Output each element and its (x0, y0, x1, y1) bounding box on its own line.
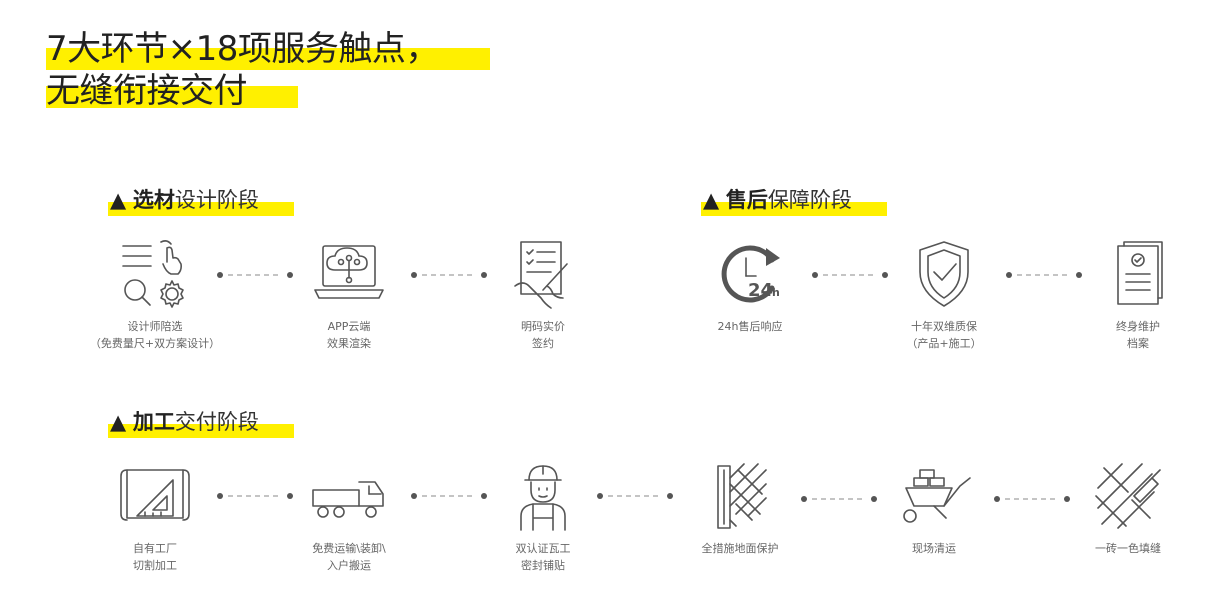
step-label: APP云端 效果渲染 (327, 320, 371, 350)
step-connector (217, 493, 293, 499)
shield-check-icon (919, 241, 969, 307)
section-title-aftersale: ▲ 售后保障阶段 (701, 186, 887, 216)
step-label: 十年双维质保 （产品+施工） (906, 320, 982, 350)
headline-highlight-2 (46, 86, 298, 108)
section-highlight (701, 202, 887, 216)
step-connector (597, 493, 673, 499)
step-connector (801, 496, 877, 502)
svg-text:24: 24 (748, 280, 773, 301)
page-headline: 7大环节×18项服务触点， 无缝衔接交付 (46, 28, 490, 112)
step-label: 免费运输\装卸\ 入户搬运 (312, 542, 386, 572)
step-factory: 自有工厂 切割加工 (75, 460, 235, 574)
step-designer: 设计师陪选 （免费量尺+双方案设计） (75, 238, 235, 352)
step-24h-response: 24 h 24h售后响应 (670, 238, 830, 335)
step-app-render: APP云端 效果渲染 (269, 238, 429, 352)
tile-grout-icon (1095, 463, 1161, 529)
step-connector (411, 493, 487, 499)
floor-protection-icon (717, 463, 767, 529)
step-delivery: 免费运输\装卸\ 入户搬运 (269, 460, 429, 574)
step-cleanup: 现场清运 (854, 460, 1014, 557)
step-connector (1006, 272, 1082, 278)
contract-sign-icon (514, 241, 568, 309)
worker-icon (520, 465, 566, 531)
step-worker: 双认证瓦工 密封铺贴 (463, 460, 623, 574)
archive-document-icon (1117, 241, 1163, 305)
step-label: 现场清运 (912, 542, 956, 555)
designer-select-icon (122, 240, 184, 308)
wheelbarrow-icon (903, 469, 971, 523)
step-label: 自有工厂 切割加工 (133, 542, 177, 572)
blueprint-ruler-icon (120, 469, 190, 521)
headline-line-1: 7大环节×18项服务触点， (46, 28, 490, 70)
step-connector (411, 272, 487, 278)
section-highlight (108, 202, 294, 216)
svg-text:h: h (772, 286, 780, 299)
section-title-processing: ▲ 加工交付阶段 (108, 408, 294, 438)
step-floor-protection: 全措施地面保护 (660, 460, 820, 557)
step-tile-grout: 一砖一色填缝 (1048, 460, 1208, 557)
step-label: 明码实价 签约 (521, 320, 565, 350)
truck-icon (312, 481, 384, 518)
step-label: 全措施地面保护 (701, 542, 779, 555)
section-title-selection: ▲ 选材设计阶段 (108, 186, 294, 216)
step-archive: 终身维护 档案 (1058, 238, 1218, 352)
step-label: 双认证瓦工 密封铺贴 (515, 542, 571, 572)
headline-highlight-1 (46, 48, 490, 70)
step-connector (994, 496, 1070, 502)
step-connector (217, 272, 293, 278)
step-connector (812, 272, 888, 278)
headline-line-2: 无缝衔接交付 (46, 70, 439, 112)
step-contract: 明码实价 签约 (463, 238, 623, 352)
step-label: 24h售后响应 (717, 320, 783, 333)
step-label: 设计师陪选 （免费量尺+双方案设计） (89, 320, 221, 350)
step-label: 一砖一色填缝 (1095, 542, 1161, 555)
step-warranty: 十年双维质保 （产品+施工） (864, 238, 1024, 352)
section-highlight (108, 424, 294, 438)
24h-clock-icon: 24 h (721, 245, 780, 303)
cloud-render-icon (314, 245, 384, 299)
step-label: 终身维护 档案 (1116, 320, 1160, 350)
